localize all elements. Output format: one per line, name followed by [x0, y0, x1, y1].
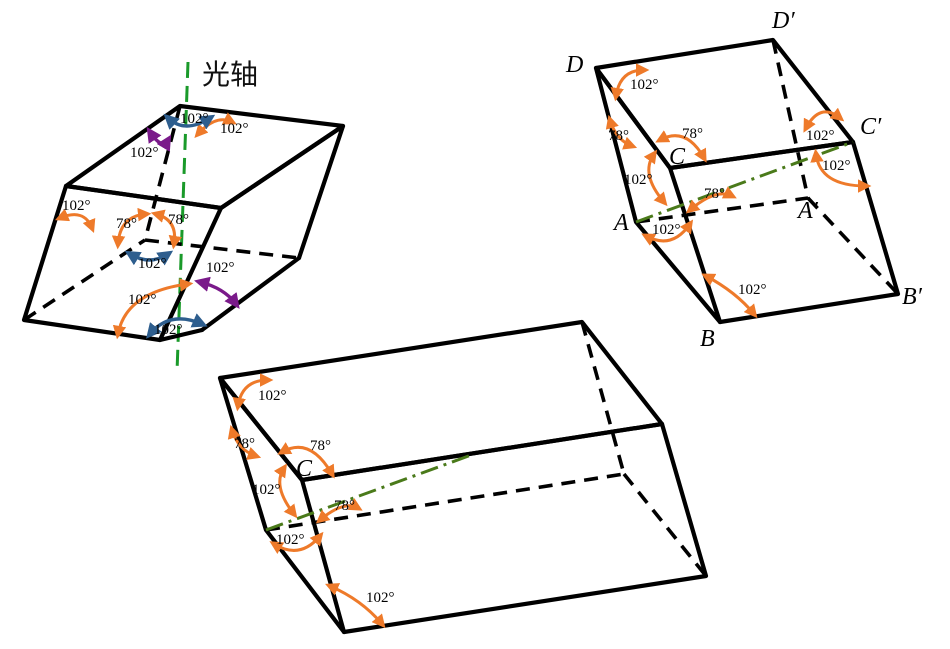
- angle-label: 78°: [682, 126, 703, 142]
- vertex-label-c: C: [296, 456, 313, 482]
- angle-label: 78°: [310, 438, 331, 454]
- vertex-label-b: B: [700, 326, 715, 352]
- angle-label: 102°: [206, 260, 235, 276]
- bottom-angle-labels: 102° 78° 78° 102° 78° 102° 102°: [234, 388, 395, 606]
- angle-label: 102°: [806, 128, 835, 144]
- angle-label: 78°: [116, 216, 137, 232]
- angle-label: 102°: [154, 322, 183, 338]
- angle-label: 102°: [738, 282, 767, 298]
- left-rhombohedron: 102° 102° 102° 102° 78° 78° 102° 102° 10…: [21, 58, 346, 373]
- angle-label: 102°: [62, 198, 91, 214]
- angle-label: 102°: [220, 121, 249, 137]
- angle-label: 78°: [168, 212, 189, 228]
- angle-label: 102°: [138, 256, 167, 272]
- angle-label: 102°: [128, 292, 157, 308]
- angle-label: 78°: [334, 498, 355, 514]
- body-diagonal-line: [265, 452, 475, 532]
- right-hidden-edges: [635, 39, 900, 296]
- bottom-angle-arcs: [227, 373, 386, 629]
- angle-label: 102°: [652, 222, 681, 238]
- angle-label: 102°: [366, 590, 395, 606]
- angle-label: 102°: [276, 532, 305, 548]
- vertex-label-c-prime: C′: [860, 114, 882, 140]
- body-diagonal-line: [635, 140, 854, 224]
- right-rhombohedron: 102° 78° 78° 102° 78° 102° 102° 102° 102…: [565, 8, 923, 352]
- vertex-label-b-prime: B′: [902, 284, 923, 310]
- bottom-visible-edges: [217, 319, 709, 635]
- angle-label: 102°: [822, 158, 851, 174]
- vertex-label-d-prime: D′: [771, 8, 795, 34]
- vertex-label-d: D: [565, 52, 583, 78]
- angle-label: 102°: [180, 111, 209, 127]
- left-angle-arcs: [55, 112, 240, 340]
- optic-axis-label: 光轴: [202, 58, 258, 91]
- right-angle-arcs: [605, 63, 872, 319]
- optic-axis-line: [175, 61, 190, 373]
- angle-label: 102°: [258, 388, 287, 404]
- angle-label: 78°: [234, 436, 255, 452]
- angle-label: 102°: [630, 77, 659, 93]
- vertex-label-a-prime: A′: [796, 198, 819, 224]
- angle-label: 102°: [130, 145, 159, 161]
- angle-label: 102°: [252, 482, 281, 498]
- left-angle-labels: 102° 102° 102° 102° 78° 78° 102° 102° 10…: [62, 111, 249, 338]
- angle-label: 78°: [704, 186, 725, 202]
- angle-label: 78°: [608, 128, 629, 144]
- right-angle-labels: 102° 78° 78° 102° 78° 102° 102° 102° 102…: [608, 77, 851, 298]
- bottom-prism: 102° 78° 78° 102° 78° 102° 102° C: [217, 319, 709, 635]
- right-vertex-labels: D D′ C C′ A A′ B B′: [565, 8, 923, 352]
- bottom-hidden-edges: [265, 321, 708, 578]
- vertex-label-a: A: [612, 210, 629, 236]
- angle-label: 102°: [624, 172, 653, 188]
- vertex-label-c: C: [669, 144, 686, 170]
